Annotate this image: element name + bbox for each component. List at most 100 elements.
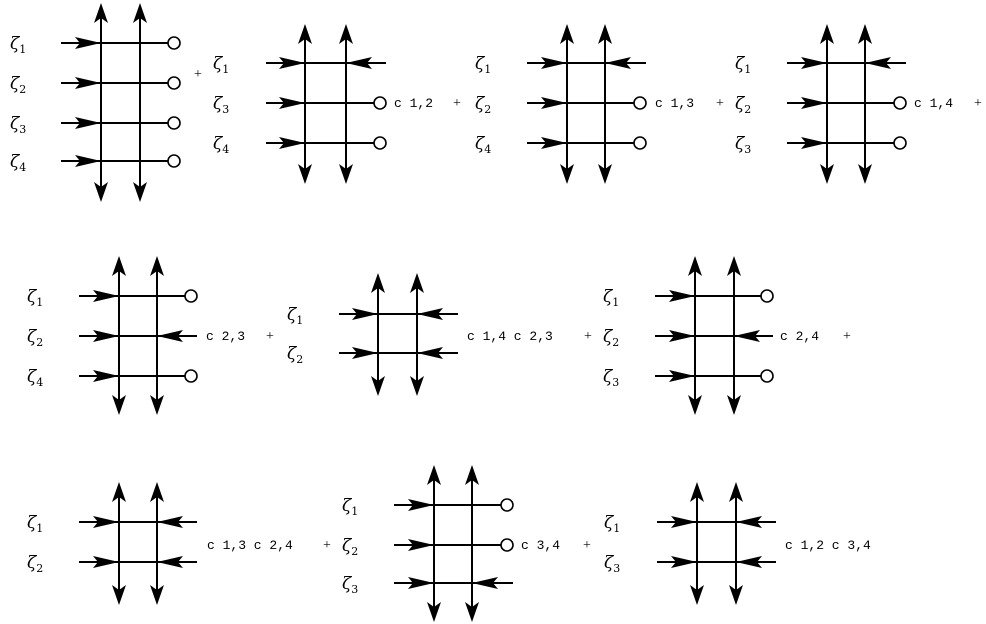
arrowhead — [112, 256, 126, 276]
arrowhead — [150, 585, 164, 605]
arrowhead — [93, 290, 119, 302]
arrowhead — [427, 602, 441, 622]
arrowhead — [605, 57, 631, 69]
zeta-label: ζ3 — [213, 94, 229, 116]
open-circle-vertex — [373, 136, 387, 150]
arrowhead — [157, 330, 183, 342]
coefficient: c 2,3 — [206, 329, 245, 344]
open-circle-vertex — [167, 116, 181, 130]
zeta-label: ζ4 — [213, 134, 229, 156]
open-circle-vertex — [500, 498, 514, 512]
coefficient: c 1,4 c 2,3 — [467, 329, 553, 344]
plus-sign: + — [843, 329, 851, 344]
arrowhead — [669, 370, 695, 382]
coefficient: c 2,4 — [780, 329, 819, 344]
arrowhead — [93, 556, 119, 568]
arrowhead — [690, 482, 704, 502]
arrowhead — [408, 577, 434, 589]
arrowhead — [112, 395, 126, 415]
coefficient: c 1,2 — [394, 96, 433, 111]
arrowhead — [150, 395, 164, 415]
coefficient: c 3,4 — [521, 538, 560, 553]
arrowhead — [669, 330, 695, 342]
open-circle-vertex — [184, 369, 198, 383]
coefficient: c 1,2 c 3,4 — [785, 538, 871, 553]
arrowhead — [279, 97, 305, 109]
arrowhead — [408, 539, 434, 551]
arrowhead — [417, 308, 443, 320]
zeta-label: ζ2 — [475, 94, 491, 116]
arrowhead — [346, 57, 372, 69]
arrowhead — [133, 182, 147, 202]
zeta-label: ζ1 — [604, 513, 620, 535]
plus-sign: + — [266, 329, 274, 344]
arrowhead — [858, 164, 872, 184]
zeta-label: ζ3 — [603, 367, 619, 389]
zeta-label: ζ1 — [213, 54, 229, 76]
open-circle-vertex — [167, 36, 181, 50]
zeta-label: ζ1 — [342, 496, 358, 518]
arrowhead — [410, 376, 424, 396]
zeta-label: ζ2 — [10, 74, 26, 96]
arrowhead — [75, 77, 101, 89]
arrowhead — [112, 585, 126, 605]
arrowhead — [417, 347, 443, 359]
zeta-label: ζ1 — [10, 34, 26, 56]
arrowhead — [858, 24, 872, 44]
zeta-label: ζ2 — [603, 327, 619, 349]
arrowhead — [560, 24, 574, 44]
arrowhead — [298, 24, 312, 44]
arrowhead — [339, 24, 353, 44]
arrowhead — [94, 182, 108, 202]
coefficient: c 1,3 — [655, 96, 694, 111]
arrowhead — [279, 57, 305, 69]
plus-sign: + — [453, 96, 461, 111]
arrowhead — [408, 499, 434, 511]
open-circle-vertex — [633, 96, 647, 110]
arrowhead — [734, 330, 760, 342]
arrowhead — [352, 308, 378, 320]
zeta-label: ζ3 — [342, 574, 358, 596]
arrowhead — [598, 164, 612, 184]
arrowhead — [598, 24, 612, 44]
arrowhead — [690, 585, 704, 605]
arrowhead — [688, 256, 702, 276]
plus-sign: + — [716, 96, 724, 111]
arrowhead — [472, 577, 498, 589]
coefficient: c 1,4 — [914, 96, 953, 111]
arrowhead — [371, 376, 385, 396]
arrowhead — [93, 516, 119, 528]
arrowhead — [410, 273, 424, 293]
arrowhead — [75, 37, 101, 49]
arrowhead — [801, 137, 827, 149]
plus-sign: + — [194, 67, 202, 82]
arrowhead — [541, 137, 567, 149]
zeta-label: ζ1 — [27, 287, 43, 309]
arrowhead — [671, 516, 697, 528]
arrowhead — [727, 256, 741, 276]
arrowhead — [150, 256, 164, 276]
diagram-d2: ζ1 ζ3 ζ4 c 1,2 + — [213, 24, 461, 184]
zeta-label: ζ4 — [27, 367, 43, 389]
zeta-label: ζ1 — [603, 287, 619, 309]
arrowhead — [150, 482, 164, 502]
zeta-label: ζ2 — [287, 344, 303, 366]
arrowhead — [465, 465, 479, 485]
arrowhead — [729, 585, 743, 605]
open-circle-vertex — [633, 136, 647, 150]
plus-sign: + — [323, 538, 331, 553]
zeta-label: ζ1 — [475, 54, 491, 76]
arrowhead — [736, 556, 762, 568]
zeta-label: ζ4 — [475, 134, 491, 156]
arrowhead — [729, 482, 743, 502]
arrowhead — [75, 117, 101, 129]
arrowhead — [352, 347, 378, 359]
arrowhead — [75, 155, 101, 167]
zeta-label: ζ2 — [342, 536, 358, 558]
arrowhead — [339, 164, 353, 184]
